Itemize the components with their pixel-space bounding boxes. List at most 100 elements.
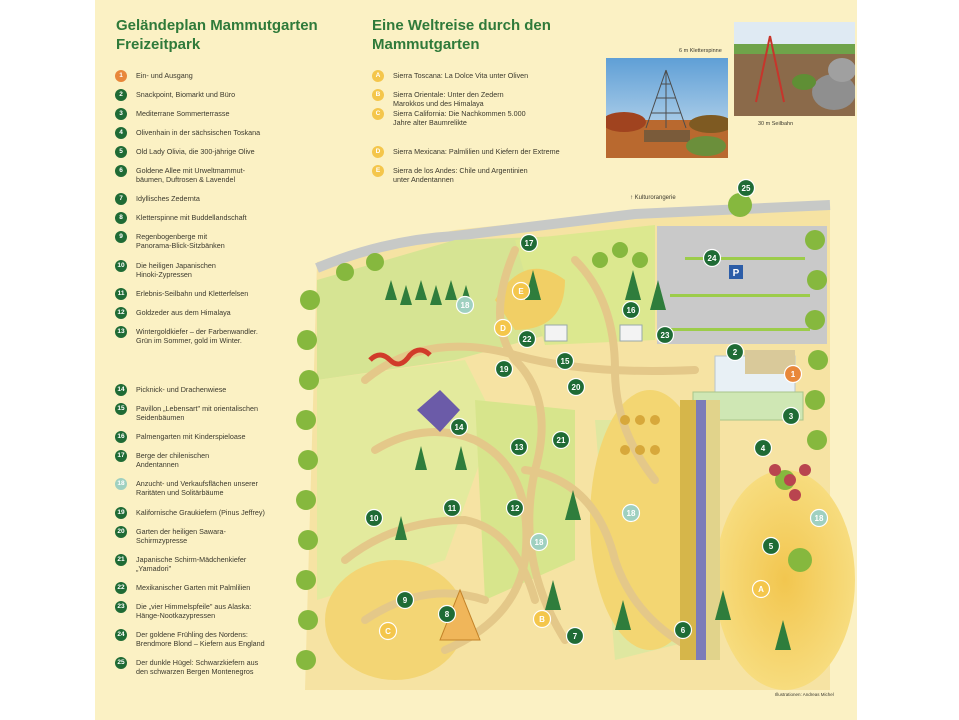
map-marker-circle (655, 325, 675, 345)
map-marker[interactable]: 14 (449, 417, 469, 437)
legend-marker: 18 (115, 478, 127, 490)
sierra-a-area (715, 470, 855, 690)
legend-marker: D (372, 146, 384, 158)
legend-text: Mexikanischer Garten mit Palmlilien (136, 583, 251, 592)
map-marker-circle (529, 532, 549, 552)
map-marker[interactable]: 12 (505, 498, 525, 518)
legend-marker: 23 (115, 601, 127, 613)
map-marker-circle (494, 359, 514, 379)
map-marker-label: B (539, 615, 545, 624)
map-marker-label: 18 (815, 514, 824, 523)
legend-marker: 2 (115, 89, 127, 101)
map-marker-circle (555, 351, 575, 371)
cable-car-caption: 30 m Seilbahn (758, 121, 794, 127)
map-marker[interactable]: 11 (442, 498, 462, 518)
map-marker-label: 25 (742, 184, 751, 193)
map-marker[interactable]: 5 (761, 536, 781, 556)
legend-marker: 3 (115, 108, 127, 120)
map-marker-circle (509, 437, 529, 457)
map-marker-circle (378, 621, 398, 641)
map-marker[interactable]: 1 (783, 364, 803, 384)
map-marker[interactable]: A (751, 579, 771, 599)
map-marker[interactable]: 23 (655, 325, 675, 345)
legend-marker: 6 (115, 165, 127, 177)
parking-symbol: P (733, 268, 740, 279)
map-marker-circle (753, 438, 773, 458)
map-marker[interactable]: 9 (395, 590, 415, 610)
map-marker-circle (809, 508, 829, 528)
legend-text: Mediterrane Sommerterrasse (136, 109, 230, 118)
map-marker[interactable]: D (493, 318, 513, 338)
map-marker-circle (519, 233, 539, 253)
map-marker-circle (437, 604, 457, 624)
map-marker-label: 4 (761, 444, 766, 453)
map-marker-label: 6 (681, 626, 686, 635)
map-marker-circle (449, 417, 469, 437)
legend-text: Ein- und Ausgang (136, 71, 193, 80)
legend-text: Olivenhain in der sächsischen Toskana (136, 128, 261, 137)
map-marker[interactable]: 22 (517, 329, 537, 349)
map-marker[interactable]: 6 (673, 620, 693, 640)
map-marker-circle (621, 300, 641, 320)
map-marker[interactable]: 18 (621, 503, 641, 523)
map-marker-label: C (385, 627, 391, 636)
map-marker[interactable]: 18 (809, 508, 829, 528)
legend-text: Japanische Schirm-Mädchenkiefer „Yamador… (136, 555, 247, 573)
parking-lot (657, 226, 827, 344)
map-marker[interactable]: 8 (437, 604, 457, 624)
map-marker[interactable]: 3 (781, 406, 801, 426)
map-marker-circle (532, 609, 552, 629)
map-marker[interactable]: 15 (555, 351, 575, 371)
legend-marker: 5 (115, 146, 127, 158)
map-marker[interactable]: C (378, 621, 398, 641)
site-plan-title: Geländeplan Mammutgarten Freizeitpark (116, 17, 318, 53)
map-marker-label: 19 (500, 365, 509, 374)
map-marker-label: 24 (708, 254, 717, 263)
legend-text: Die heiligen Japanischen Hinoki-Zypresse… (136, 261, 216, 279)
map-marker[interactable]: 19 (494, 359, 514, 379)
kulturorangerie-label: ↑ Kulturorangerie (630, 195, 676, 201)
legend-text: Goldzeder aus dem Himalaya (136, 308, 231, 317)
map-marker-circle (566, 377, 586, 397)
map-marker[interactable]: 18 (455, 295, 475, 315)
map-marker-label: 23 (661, 331, 670, 340)
map-marker[interactable]: 4 (753, 438, 773, 458)
map-marker-label: 21 (557, 436, 566, 445)
map-marker[interactable]: 18 (529, 532, 549, 552)
map-marker-label: 16 (627, 306, 636, 315)
map-marker-label: 18 (535, 538, 544, 547)
map-marker-circle (783, 364, 803, 384)
map-marker[interactable]: 10 (364, 508, 384, 528)
cable-car-photo (734, 22, 855, 116)
legend-marker: 4 (115, 127, 127, 139)
legend-marker: 8 (115, 212, 127, 224)
legend-marker: 10 (115, 260, 127, 272)
map-marker-circle (761, 536, 781, 556)
map-marker[interactable]: 20 (566, 377, 586, 397)
dragon-icon (368, 347, 432, 367)
map-marker[interactable]: 21 (551, 430, 571, 450)
legend-text: Old Lady Olivia, die 300-jährige Olive (136, 147, 255, 156)
map-marker[interactable]: 2 (725, 342, 745, 362)
map-marker-circle (725, 342, 745, 362)
map-marker[interactable]: E (511, 281, 531, 301)
legend-marker: 21 (115, 554, 127, 566)
legend-text: Kalifornische Graukiefern (Pinus Jeffrey… (136, 508, 265, 517)
map-marker[interactable]: B (532, 609, 552, 629)
map-marker-circle (395, 590, 415, 610)
legend-marker: 1 (115, 70, 127, 82)
map-marker[interactable]: 25 (736, 178, 756, 198)
legend-text: Die „vier Himmelspfeile" aus Alaska: Hän… (136, 602, 252, 620)
legend-text: Sierra Toscana: La Dolce Vita unter Oliv… (393, 71, 529, 80)
illustration-credit: Illustrationen: Andreas Michel (775, 692, 834, 697)
map-marker[interactable]: 16 (621, 300, 641, 320)
map-marker-label: 18 (461, 301, 470, 310)
map-marker-label: 15 (561, 357, 570, 366)
map-marker[interactable]: 7 (565, 626, 585, 646)
legend-marker: 17 (115, 450, 127, 462)
map-marker-circle (565, 626, 585, 646)
map-marker[interactable]: 24 (702, 248, 722, 268)
map-marker[interactable]: 17 (519, 233, 539, 253)
map-marker[interactable]: 13 (509, 437, 529, 457)
map-marker-circle (621, 503, 641, 523)
